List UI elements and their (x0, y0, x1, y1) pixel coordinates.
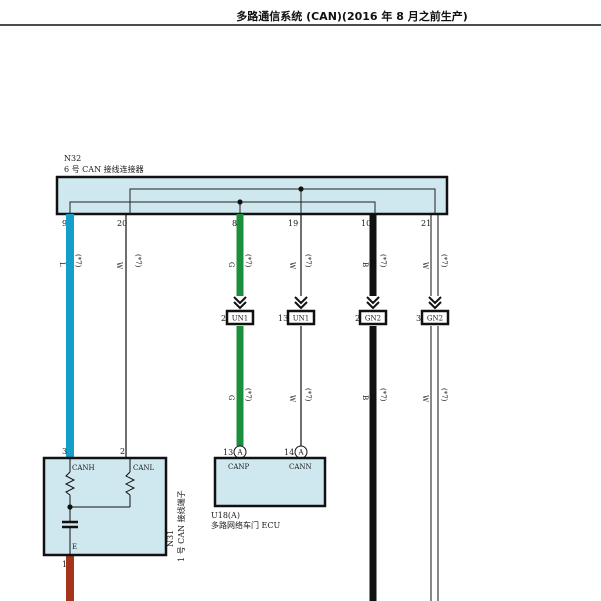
wire-color-label: L (58, 262, 66, 267)
u18-cann-label: CANN (289, 463, 312, 471)
wire-color-label: G (227, 395, 235, 401)
n32-splice-dot-a (298, 186, 304, 192)
junction-label: UN1 (232, 315, 248, 323)
n32-pin: 8 (232, 219, 237, 228)
chevron-down-icon (366, 296, 380, 310)
n32-splice-dot-b (237, 199, 243, 205)
wire-color-label: W (421, 395, 429, 403)
n32-pin: 21 (421, 219, 431, 228)
u18-ecu-body (213, 456, 327, 508)
u18-canp-label: CANP (228, 463, 250, 471)
junction-box-un1 (225, 309, 255, 326)
wire-color-label: W (421, 262, 429, 270)
wire-w-double (430, 214, 439, 601)
wire-note-label: (*7) (379, 388, 387, 402)
wire-note-label: (*7) (74, 254, 82, 268)
page-title: 多路通信系统 (CAN)(2016 年 8 月之前生产) (236, 9, 468, 23)
n31-code: N31 (166, 530, 175, 547)
wire-note-label: (*7) (244, 254, 252, 268)
n31-splice-dot (67, 504, 73, 510)
wire-color-label: W (288, 395, 296, 403)
wire-color-label: B (361, 262, 369, 267)
junction-box-un1 (286, 309, 316, 326)
n32-pin: 19 (288, 219, 298, 228)
n31-e-label: E (72, 543, 77, 551)
junction-box-gn2 (420, 309, 450, 326)
wire-note-label: (*7) (379, 254, 387, 268)
wire-note-label: (*7) (440, 254, 448, 268)
wire-color-label: W (288, 262, 296, 270)
chevron-down-icon (294, 296, 308, 310)
u18-pin-letter: A (236, 449, 243, 457)
u18-pin: 14 (284, 448, 294, 457)
n32-pin: 20 (117, 219, 127, 228)
junction-pin: 2 (355, 314, 360, 323)
junction-pin: 2 (221, 314, 226, 323)
n32-code: N32 (64, 154, 81, 163)
junction-label: GN2 (365, 315, 381, 323)
n31-pin: 1 (62, 560, 67, 569)
wire-note-label: (*7) (440, 388, 448, 402)
junction-pin: 3 (416, 314, 421, 323)
u18-name: 多路网络车门 ECU (211, 520, 281, 530)
junction-label: UN1 (293, 315, 309, 323)
wire-note-label: (*7) (244, 388, 252, 402)
n32-name: 6 号 CAN 接线连接器 (64, 164, 144, 174)
u18-pin-letter: A (297, 449, 304, 457)
wire-note-label: (*7) (304, 388, 312, 402)
junction-pin: 13 (278, 314, 288, 323)
u18-pin: 13 (223, 448, 233, 457)
wire-note-label: (*7) (304, 254, 312, 268)
u18-code: U18(A) (211, 511, 240, 520)
n31-name: 1 号 CAN 接线端子 (176, 490, 186, 562)
junction-box-gn2 (358, 309, 388, 326)
wire-color-label: G (227, 262, 235, 268)
chevron-down-icon (233, 296, 247, 310)
wire-color-label: W (115, 262, 123, 270)
chevron-down-icon (428, 296, 442, 310)
n31-canl-label: CANL (133, 464, 155, 472)
n31-pin: 2 (120, 447, 125, 456)
n32-pin: 10 (361, 219, 371, 228)
n32-connector-body (55, 175, 449, 216)
wire-note-label: (*7) (134, 254, 142, 268)
junction-label: GN2 (427, 315, 443, 323)
wire-color-label: B (361, 395, 369, 400)
n31-canh-label: CANH (72, 464, 95, 472)
n32-pin: 9 (62, 219, 67, 228)
capacitor-icon (62, 520, 78, 529)
n31-pin: 3 (62, 447, 67, 456)
